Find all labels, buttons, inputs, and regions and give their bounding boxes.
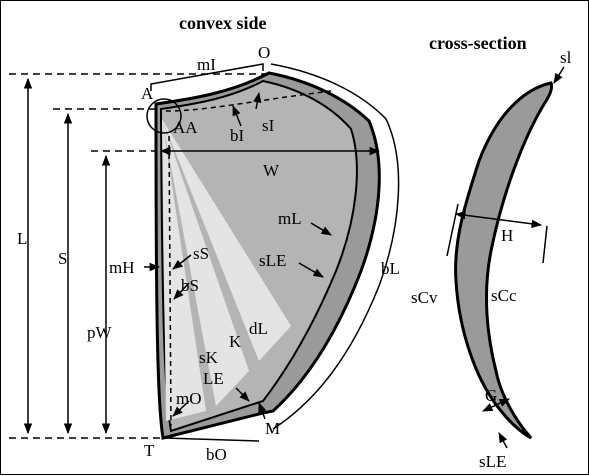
inner-margin-dashed bbox=[168, 135, 172, 427]
label-sS: sS bbox=[193, 244, 209, 263]
label-T: T bbox=[144, 441, 155, 460]
label-W: W bbox=[263, 161, 280, 180]
label-L: L bbox=[17, 229, 27, 248]
label-mL: mL bbox=[278, 209, 302, 228]
label-pW: pW bbox=[87, 323, 113, 342]
light-ray-left bbox=[162, 119, 206, 421]
label-bS: bS bbox=[181, 276, 199, 295]
cs-label-sI: sl bbox=[560, 48, 572, 67]
cs-label-sCc: sCc bbox=[491, 286, 517, 305]
label-mI: mI bbox=[197, 55, 216, 74]
rim-outline bbox=[270, 63, 400, 430]
label-mO: mO bbox=[176, 389, 202, 408]
label-mH: mH bbox=[109, 258, 135, 277]
label-K: K bbox=[229, 332, 242, 351]
label-bI: bI bbox=[230, 126, 245, 145]
label-M: M bbox=[265, 419, 280, 438]
pointer-arrows bbox=[144, 91, 332, 420]
label-sK: sK bbox=[199, 348, 219, 367]
label-dL: dL bbox=[249, 319, 268, 338]
convex-side-title: convex side bbox=[179, 13, 267, 33]
cs-label-G: G bbox=[485, 386, 497, 405]
light-ray-right bbox=[162, 119, 291, 361]
label-S: S bbox=[58, 249, 67, 268]
label-O: O bbox=[258, 43, 270, 62]
cs-label-sCv: sCv bbox=[411, 288, 438, 307]
anterior-angle-circle bbox=[146, 98, 182, 134]
label-bO: bO bbox=[206, 445, 227, 464]
scale-convex-view bbox=[146, 63, 400, 442]
label-AA: AA bbox=[173, 118, 198, 137]
label-sLE: sLE bbox=[259, 251, 286, 270]
label-bL: bL bbox=[381, 259, 400, 278]
bottom-rim bbox=[163, 437, 260, 442]
cross-section-body bbox=[454, 81, 553, 440]
cs-label-sLE: sLE bbox=[479, 452, 506, 471]
cross-section-title: cross-section bbox=[429, 33, 527, 53]
cross-section-shape bbox=[446, 66, 565, 449]
label-LE: LE bbox=[203, 369, 224, 388]
cs-label-H: H bbox=[501, 226, 513, 245]
label-A: A bbox=[141, 84, 154, 103]
light-ray-middle bbox=[162, 119, 249, 406]
basal-dashed-line bbox=[165, 90, 332, 112]
label-sI: sI bbox=[262, 116, 275, 135]
dimension-guides bbox=[9, 63, 381, 439]
